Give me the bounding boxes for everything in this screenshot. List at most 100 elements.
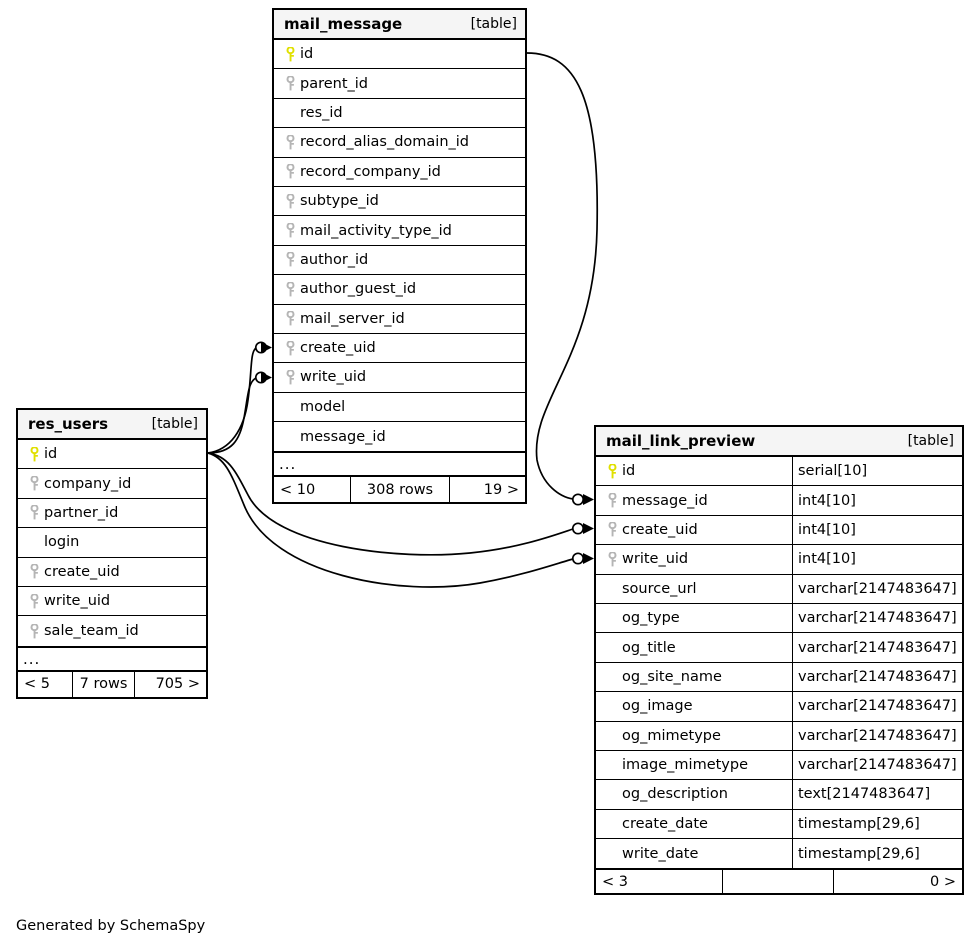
prev-columns-button[interactable]: < 3 <box>602 873 628 890</box>
column-label: create_uid <box>300 340 376 357</box>
table-row[interactable]: login <box>18 528 206 558</box>
foreign-key-icon <box>602 522 622 537</box>
foreign-key-icon <box>602 551 622 567</box>
table-row[interactable]: source_url varchar[2147483647] <box>596 574 962 604</box>
next-columns-button[interactable]: 0 > <box>833 870 962 894</box>
table-row[interactable]: og_mimetype varchar[2147483647] <box>596 721 962 751</box>
table-row[interactable]: subtype_id <box>274 187 525 217</box>
table-row[interactable]: id <box>274 40 525 70</box>
table-row[interactable]: record_company_id <box>274 158 525 187</box>
table-footer-mail_message: < 10 308 rows 19 > <box>274 477 525 503</box>
column-name-cell: res_id <box>274 99 525 127</box>
prev-columns-button[interactable]: < 10 <box>280 481 316 498</box>
table-row[interactable]: mail_activity_type_id <box>274 216 525 246</box>
column-name-cell: write_date <box>596 839 792 868</box>
column-label: write_date <box>622 845 699 862</box>
table-row[interactable]: og_image varchar[2147483647] <box>596 692 962 722</box>
table-row[interactable]: message_id int4[10] <box>596 486 962 516</box>
column-label: create_uid <box>622 521 698 538</box>
table-mail_link_preview[interactable]: mail_link_preview [table] id serial[10] <box>594 425 964 896</box>
column-name-cell: og_image <box>596 692 792 720</box>
table-row[interactable]: parent_id <box>274 69 525 99</box>
table-footer-mail_link_preview: < 3 0 > <box>596 868 962 894</box>
primary-key-icon <box>280 46 300 62</box>
column-label: source_url <box>622 580 697 597</box>
column-label: model <box>300 398 346 415</box>
column-name-cell: model <box>274 393 525 421</box>
table-footer-res_users: < 5 7 rows 705 > <box>18 671 206 697</box>
column-label: create_date <box>622 815 708 832</box>
column-name-cell: og_title <box>596 633 792 661</box>
table-row[interactable]: write_uid <box>274 363 525 393</box>
column-name-cell: create_uid <box>274 334 525 362</box>
table-row[interactable]: author_guest_id <box>274 275 525 305</box>
column-name-cell: og_mimetype <box>596 722 792 750</box>
column-label: author_id <box>300 251 369 268</box>
foreign-key-icon <box>24 476 44 491</box>
column-type: int4[10] <box>792 515 962 545</box>
table-row[interactable]: message_id <box>274 422 525 451</box>
foreign-key-icon <box>280 193 300 209</box>
prev-columns-button[interactable]: < 5 <box>24 676 50 693</box>
column-label: write_uid <box>44 593 111 610</box>
foreign-key-icon <box>24 593 44 609</box>
column-type: serial[10] <box>792 457 962 486</box>
edge-mail_message-id-to-mail_link_preview-message_id <box>526 52 599 506</box>
table-row[interactable]: og_type varchar[2147483647] <box>596 603 962 634</box>
table-row[interactable]: og_title varchar[2147483647] <box>596 633 962 663</box>
table-row[interactable]: partner_id <box>18 499 206 529</box>
foreign-key-icon <box>24 564 44 579</box>
column-label: id <box>44 446 58 463</box>
generator-credit: Generated by SchemaSpy <box>16 918 206 934</box>
table-kind-mail_message: [table] <box>470 16 517 32</box>
table-row[interactable]: image_mimetype varchar[2147483647] <box>596 750 962 781</box>
table-row[interactable]: mail_server_id <box>274 305 525 334</box>
table-row[interactable]: og_site_name varchar[2147483647] <box>596 662 962 693</box>
column-type: varchar[2147483647] <box>792 574 962 603</box>
table-row[interactable]: write_date timestamp[29,6] <box>596 839 962 869</box>
table-row[interactable]: write_uid <box>18 587 206 617</box>
table-row[interactable]: og_description text[2147483647] <box>596 780 962 810</box>
table-row[interactable]: record_alias_domain_id <box>274 128 525 158</box>
foreign-key-icon <box>280 252 300 267</box>
edge-res_users-id-to-mail_message-create_uid <box>207 341 272 454</box>
column-label: partner_id <box>44 504 119 521</box>
column-type: int4[10] <box>792 545 962 574</box>
table-row[interactable]: write_uid int4[10] <box>596 545 962 575</box>
column-name-cell: create_uid <box>596 516 792 544</box>
table-header-mail_link_preview: mail_link_preview [table] <box>596 427 962 457</box>
table-row[interactable]: create_uid <box>274 334 525 364</box>
column-label: mail_server_id <box>300 310 405 327</box>
column-label: res_id <box>300 104 343 121</box>
table-row[interactable]: author_id <box>274 246 525 276</box>
table-row[interactable]: id serial[10] <box>596 457 962 487</box>
column-label: record_alias_domain_id <box>300 134 469 151</box>
table-row[interactable]: id <box>18 440 206 470</box>
table-row[interactable]: create_date timestamp[29,6] <box>596 809 962 840</box>
column-label: og_mimetype <box>622 727 721 744</box>
table-row[interactable]: company_id <box>18 469 206 499</box>
foreign-key-icon <box>24 623 44 639</box>
next-columns-button[interactable]: 705 > <box>134 671 206 697</box>
table-mail_message[interactable]: mail_message [table] id parent_id <box>272 8 527 505</box>
column-label: login <box>44 534 80 551</box>
table-row[interactable]: sale_team_id <box>18 616 206 645</box>
column-label: message_id <box>622 492 708 509</box>
column-label: author_guest_id <box>300 281 417 298</box>
column-name-cell: og_site_name <box>596 663 792 691</box>
foreign-key-icon <box>602 493 622 508</box>
column-type: varchar[2147483647] <box>792 603 962 633</box>
table-row[interactable]: create_uid int4[10] <box>596 515 962 546</box>
next-columns-button[interactable]: 19 > <box>449 477 525 503</box>
row-count-label <box>722 870 833 894</box>
table-row[interactable]: model <box>274 393 525 423</box>
table-row[interactable]: create_uid <box>18 558 206 587</box>
columns-res_users: id company_id partner_id <box>18 440 206 646</box>
column-name-cell: og_type <box>596 604 792 632</box>
column-label: og_type <box>622 610 680 627</box>
column-name-cell: mail_activity_type_id <box>274 216 525 244</box>
more-columns-indicator: ... <box>274 451 525 478</box>
table-res_users[interactable]: res_users [table] id company_id <box>16 408 208 699</box>
table-row[interactable]: res_id <box>274 99 525 129</box>
column-label: og_site_name <box>622 668 722 685</box>
